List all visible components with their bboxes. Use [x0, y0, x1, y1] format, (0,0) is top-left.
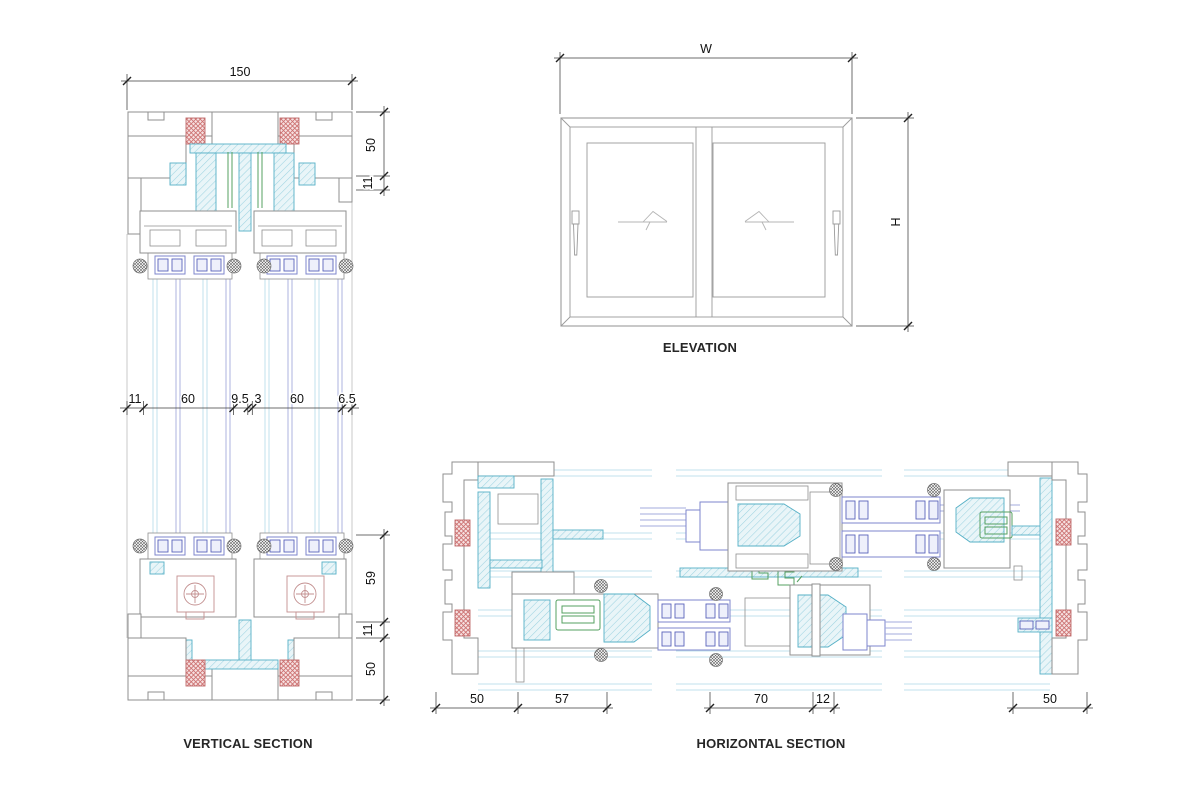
right-jamb-detail [943, 461, 1088, 675]
dim-label: 70 [754, 692, 768, 706]
handle-hardware [866, 619, 886, 647]
dim-label: 59 [364, 571, 378, 585]
brush-seal [829, 557, 843, 571]
dim-height-h: H [856, 112, 914, 332]
brush-seal [927, 483, 941, 497]
brush-seal [338, 258, 354, 274]
dim-label: 50 [470, 692, 484, 706]
gasket [279, 659, 300, 687]
brush-seal [927, 557, 941, 571]
gasket [1055, 609, 1072, 637]
handle-hardware [699, 501, 729, 551]
dim-label: 50 [1043, 692, 1057, 706]
elevation-label: ELEVATION [663, 340, 737, 355]
front-sash-glazing [657, 587, 731, 667]
gasket [454, 519, 471, 547]
gasket [185, 659, 206, 687]
sill-frame-detail [127, 532, 354, 701]
dim-label: 50 [364, 138, 378, 152]
dim-label: 12 [816, 692, 830, 706]
dim-label: 11 [361, 176, 375, 189]
interlock-detail [640, 482, 912, 657]
window-elevation [560, 117, 853, 327]
back-sash-interlock [640, 482, 843, 572]
vertical-section-view: 150 [120, 64, 390, 751]
gasket [185, 117, 206, 145]
dim-label: 60 [290, 392, 304, 406]
dim-label: 50 [364, 662, 378, 676]
dim-label: 60 [181, 392, 195, 406]
brush-seal [226, 258, 242, 274]
lock-keeper [555, 599, 601, 631]
dim-label: 150 [230, 65, 251, 79]
brush-seal [594, 648, 608, 662]
horizontal-section-view: 50 57 70 12 50 HORIZONTAL SECTION [430, 461, 1093, 751]
dims-sill-side: 59 11 50 [356, 529, 390, 706]
dims-horizontal-bottom: 50 57 70 12 50 [430, 691, 1093, 714]
glazing-lines [152, 279, 343, 533]
dim-label: H [889, 217, 903, 226]
brush-seal [132, 258, 148, 274]
left-handle-icon [571, 210, 580, 256]
vertical-section-label: VERTICAL SECTION [183, 736, 312, 751]
brush-seal [594, 579, 608, 593]
gasket [454, 609, 471, 637]
dim-width-w: W [554, 41, 858, 114]
dim-label: 6.5 [338, 392, 355, 406]
back-sash-glazing [829, 483, 941, 571]
slide-direction-arrow-left [618, 210, 668, 231]
brush-seal [709, 587, 723, 601]
lock-keeper [979, 511, 1013, 539]
dims-head-side: 50 11 [356, 106, 390, 196]
left-glass-pane [586, 142, 694, 298]
left-jamb-detail [442, 461, 659, 683]
dim-label: 11 [129, 392, 142, 406]
brush-seal [829, 483, 843, 497]
head-frame-detail [127, 111, 354, 280]
dim-chain: 11 60 9.5 3 60 6.5 [120, 391, 359, 415]
outer-frame [560, 117, 853, 327]
inner-frame [569, 126, 844, 318]
roller [286, 575, 325, 620]
front-sash-interlock [744, 583, 912, 657]
brush-seal [256, 258, 272, 274]
right-handle-icon [832, 210, 841, 256]
dim-overall-width: 150 [121, 64, 358, 110]
dim-label: 9.5 [231, 392, 248, 406]
gasket [1055, 518, 1072, 546]
handle-hardware [842, 613, 868, 651]
brush-seal [709, 653, 723, 667]
gasket [279, 117, 300, 145]
horizontal-section-label: HORIZONTAL SECTION [696, 736, 845, 751]
dim-label: 3 [255, 392, 262, 406]
dim-label: 11 [361, 623, 375, 636]
dim-label: W [700, 42, 712, 56]
roller [176, 575, 215, 620]
elevation-view: W H [554, 41, 914, 355]
slide-direction-arrow-right [744, 210, 794, 231]
dim-label: 57 [555, 692, 569, 706]
right-glass-pane [712, 142, 826, 298]
